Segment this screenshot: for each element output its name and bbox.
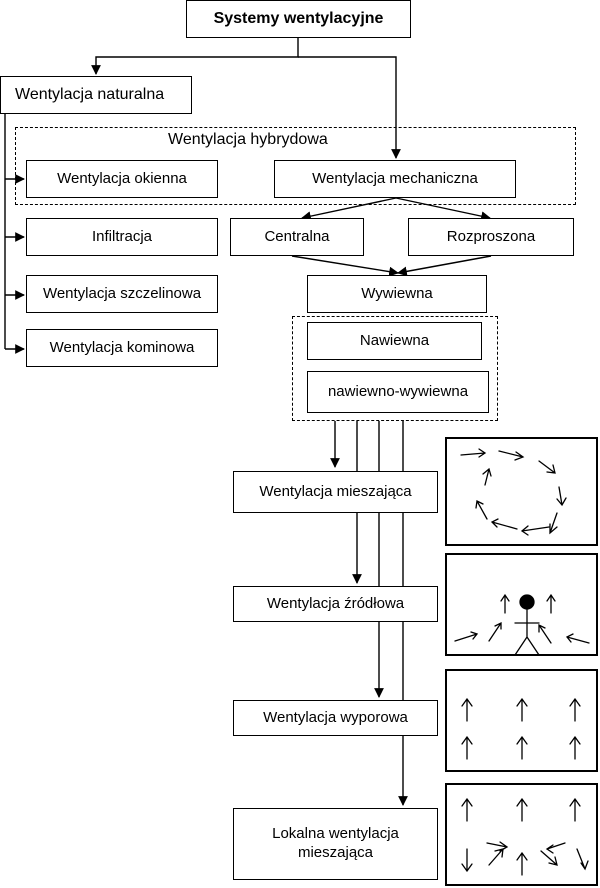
mixing-ventilation-label: Wentylacja mieszająca: [259, 482, 412, 500]
hybrid-ventilation-group: [15, 127, 576, 205]
distributed-label: Rozproszona: [446, 227, 536, 245]
piston-ventilation-label: Wentylacja wyporowa: [263, 708, 408, 726]
supply-label: Nawiewna: [359, 331, 430, 349]
supply-box: Nawiewna: [307, 322, 482, 360]
central-box: Centralna: [230, 218, 364, 256]
window-ventilation-label: Wentylacja okienna: [57, 169, 187, 187]
supply-exhaust-label: nawiewno-wywiewna: [327, 382, 469, 400]
person-displacement-icon: [445, 553, 598, 656]
slot-ventilation-box: Wentylacja szczelinowa: [26, 275, 218, 313]
exhaust-box: Wywiewna: [307, 275, 487, 313]
upward-arrows-icon: [445, 669, 598, 772]
title-box: Systemy wentylacyjne: [186, 0, 411, 38]
natural-ventilation-label: Wentylacja naturalna: [15, 86, 165, 103]
exhaust-label: Wywiewna: [361, 284, 433, 302]
piston-ventilation-box: Wentylacja wyporowa: [233, 700, 438, 736]
supply-group: [292, 316, 498, 421]
local-mixing-arrows-icon: [445, 783, 598, 886]
mechanical-ventilation-box: Wentylacja mechaniczna: [274, 160, 516, 198]
infiltration-box: Infiltracja: [26, 218, 218, 256]
slot-ventilation-label: Wentylacja szczelinowa: [42, 284, 202, 302]
infiltration-label: Infiltracja: [91, 227, 153, 245]
displacement-ventilation-label: Wentylacja źródłowa: [266, 594, 405, 612]
displacement-ventilation-box: Wentylacja źródłowa: [233, 586, 438, 622]
supply-exhaust-box: nawiewno-wywiewna: [307, 371, 489, 413]
window-ventilation-box: Wentylacja okienna: [26, 160, 218, 198]
circular-mixing-arrows-icon: [445, 437, 598, 546]
chimney-ventilation-label: Wentylacja kominowa: [49, 338, 195, 356]
natural-ventilation-box: Wentylacja naturalna: [0, 76, 192, 114]
hybrid-ventilation-label: Wentylacja hybrydowa: [168, 131, 328, 148]
local-mixing-ventilation-box: Lokalna wentylacja mieszająca: [233, 808, 438, 880]
mixing-ventilation-box: Wentylacja mieszająca: [233, 471, 438, 513]
title-label: Systemy wentylacyjne: [213, 10, 384, 27]
distributed-box: Rozproszona: [408, 218, 574, 256]
chimney-ventilation-box: Wentylacja kominowa: [26, 329, 218, 367]
central-label: Centralna: [264, 227, 330, 245]
local-mixing-ventilation-label: Lokalna wentylacja mieszająca: [272, 825, 399, 861]
mechanical-ventilation-label: Wentylacja mechaniczna: [312, 169, 478, 187]
